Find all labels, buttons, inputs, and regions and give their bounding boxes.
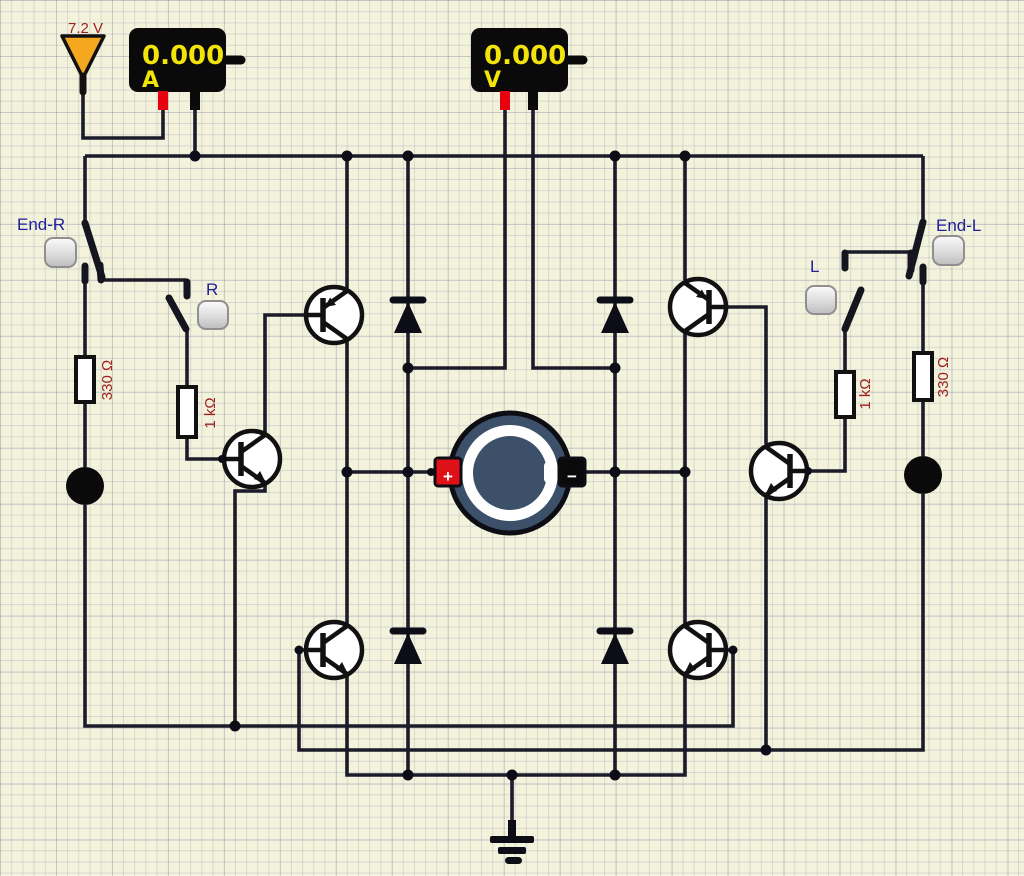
terminal-dot [427,468,435,476]
ground-bar-1 [490,836,534,843]
power-source-triangle[interactable] [60,34,106,80]
button-end-l[interactable] [932,235,965,266]
label-1k-left: 1 kΩ [202,397,219,428]
ground-stub [508,820,516,837]
junction-dot [609,150,621,162]
label-330-right: 330 Ω [935,357,952,397]
label-end-r: End-R [17,215,65,234]
diode-bottom-right[interactable] [600,631,630,664]
wire-1k-left-to-base [185,437,224,461]
motor-minus-sign: − [567,467,577,486]
wire-rail-b [297,494,925,752]
junction-dot [609,769,621,781]
ground-bar-2 [498,847,526,854]
switch-layer [81,218,927,333]
voltmeter-unit: V [484,68,501,93]
button-r[interactable] [197,300,229,330]
wire-ml-emitter [233,483,267,726]
wire-rail-c [345,673,687,777]
ammeter-value: 0.000 [142,41,224,71]
stop-contact-left[interactable] [66,467,104,505]
junction-dot [679,150,691,162]
button-end-r[interactable] [44,237,77,268]
diode-bottom-left[interactable] [393,631,423,664]
voltmeter-body[interactable] [471,28,568,92]
junction-dot [760,744,772,756]
diode-top-left[interactable] [393,300,423,333]
motor-notch [544,462,554,483]
junction-layer [189,150,812,781]
resistor-330-left[interactable] [74,355,96,404]
junction-dot [341,466,353,478]
transistor-pnp-top-right[interactable] [670,279,726,335]
voltmeter-black-terminal [528,91,538,110]
wire-voltmeter-red-lead [409,110,507,370]
stop-contact-right[interactable] [904,456,942,494]
junction-dot [609,466,621,478]
motor-terminal-negative [557,456,587,488]
transistor-npn-mid-right[interactable] [751,443,807,499]
terminal-dot [294,645,304,655]
ground-bar-3 [505,857,522,864]
junction-dot [402,769,414,781]
label-l: L [810,257,819,276]
wire-source-to-ammeter [81,90,165,140]
motor-plus-sign: + [443,467,453,486]
switch-l-lever[interactable] [841,286,865,333]
junction-dot [402,466,414,478]
transistor-pnp-top-left[interactable] [306,287,362,343]
ammeter[interactable]: 0.000 A [129,28,246,110]
ground-symbol[interactable] [490,820,534,864]
resistor-1k-right[interactable] [834,370,856,419]
resistor-1k-left[interactable] [176,385,198,439]
voltmeter-value: 0.000 [484,41,566,71]
source-voltage-label: 7.2 V [68,20,103,37]
voltmeter[interactable]: 0.000 V [471,28,588,110]
junction-dot [341,150,353,162]
wire-pnp-tr-base [726,305,768,444]
label-1k-right: 1 kΩ [857,378,874,409]
ammeter-body[interactable] [129,28,226,92]
switch-endr-run-contact [96,261,105,284]
junction-dot [609,362,621,374]
ammeter-black-terminal [190,91,200,110]
junction-dot [189,150,201,162]
switch-r-lever[interactable] [165,294,190,333]
wire-mr-base [807,417,847,473]
label-r: R [206,280,218,299]
terminal-dot [804,467,812,475]
label-330-left: 330 Ω [99,360,116,400]
motor-rotor [473,436,547,510]
transistor-npn-bottom-left[interactable] [306,622,362,678]
ammeter-red-terminal [158,91,168,110]
ammeter-unit: A [142,68,159,93]
junction-dot [506,769,518,781]
terminal-dot [728,645,738,655]
motor[interactable]: + − [433,410,587,536]
voltmeter-red-terminal [500,91,510,110]
junction-dot [229,720,241,732]
junction-dot [679,466,691,478]
junction-dot [402,150,414,162]
transistor-npn-bottom-right[interactable] [670,622,726,678]
power-source[interactable] [60,34,106,96]
diode-top-right[interactable] [600,300,630,333]
wire-voltmeter-black-lead [531,110,614,370]
button-l[interactable] [805,285,837,315]
terminal-dot [218,455,226,463]
label-end-l: End-L [936,216,981,235]
resistor-330-right[interactable] [912,351,934,402]
transistor-npn-mid-left[interactable] [224,431,280,487]
wire-pnp-tl-base [263,313,307,436]
junction-dot [402,362,414,374]
